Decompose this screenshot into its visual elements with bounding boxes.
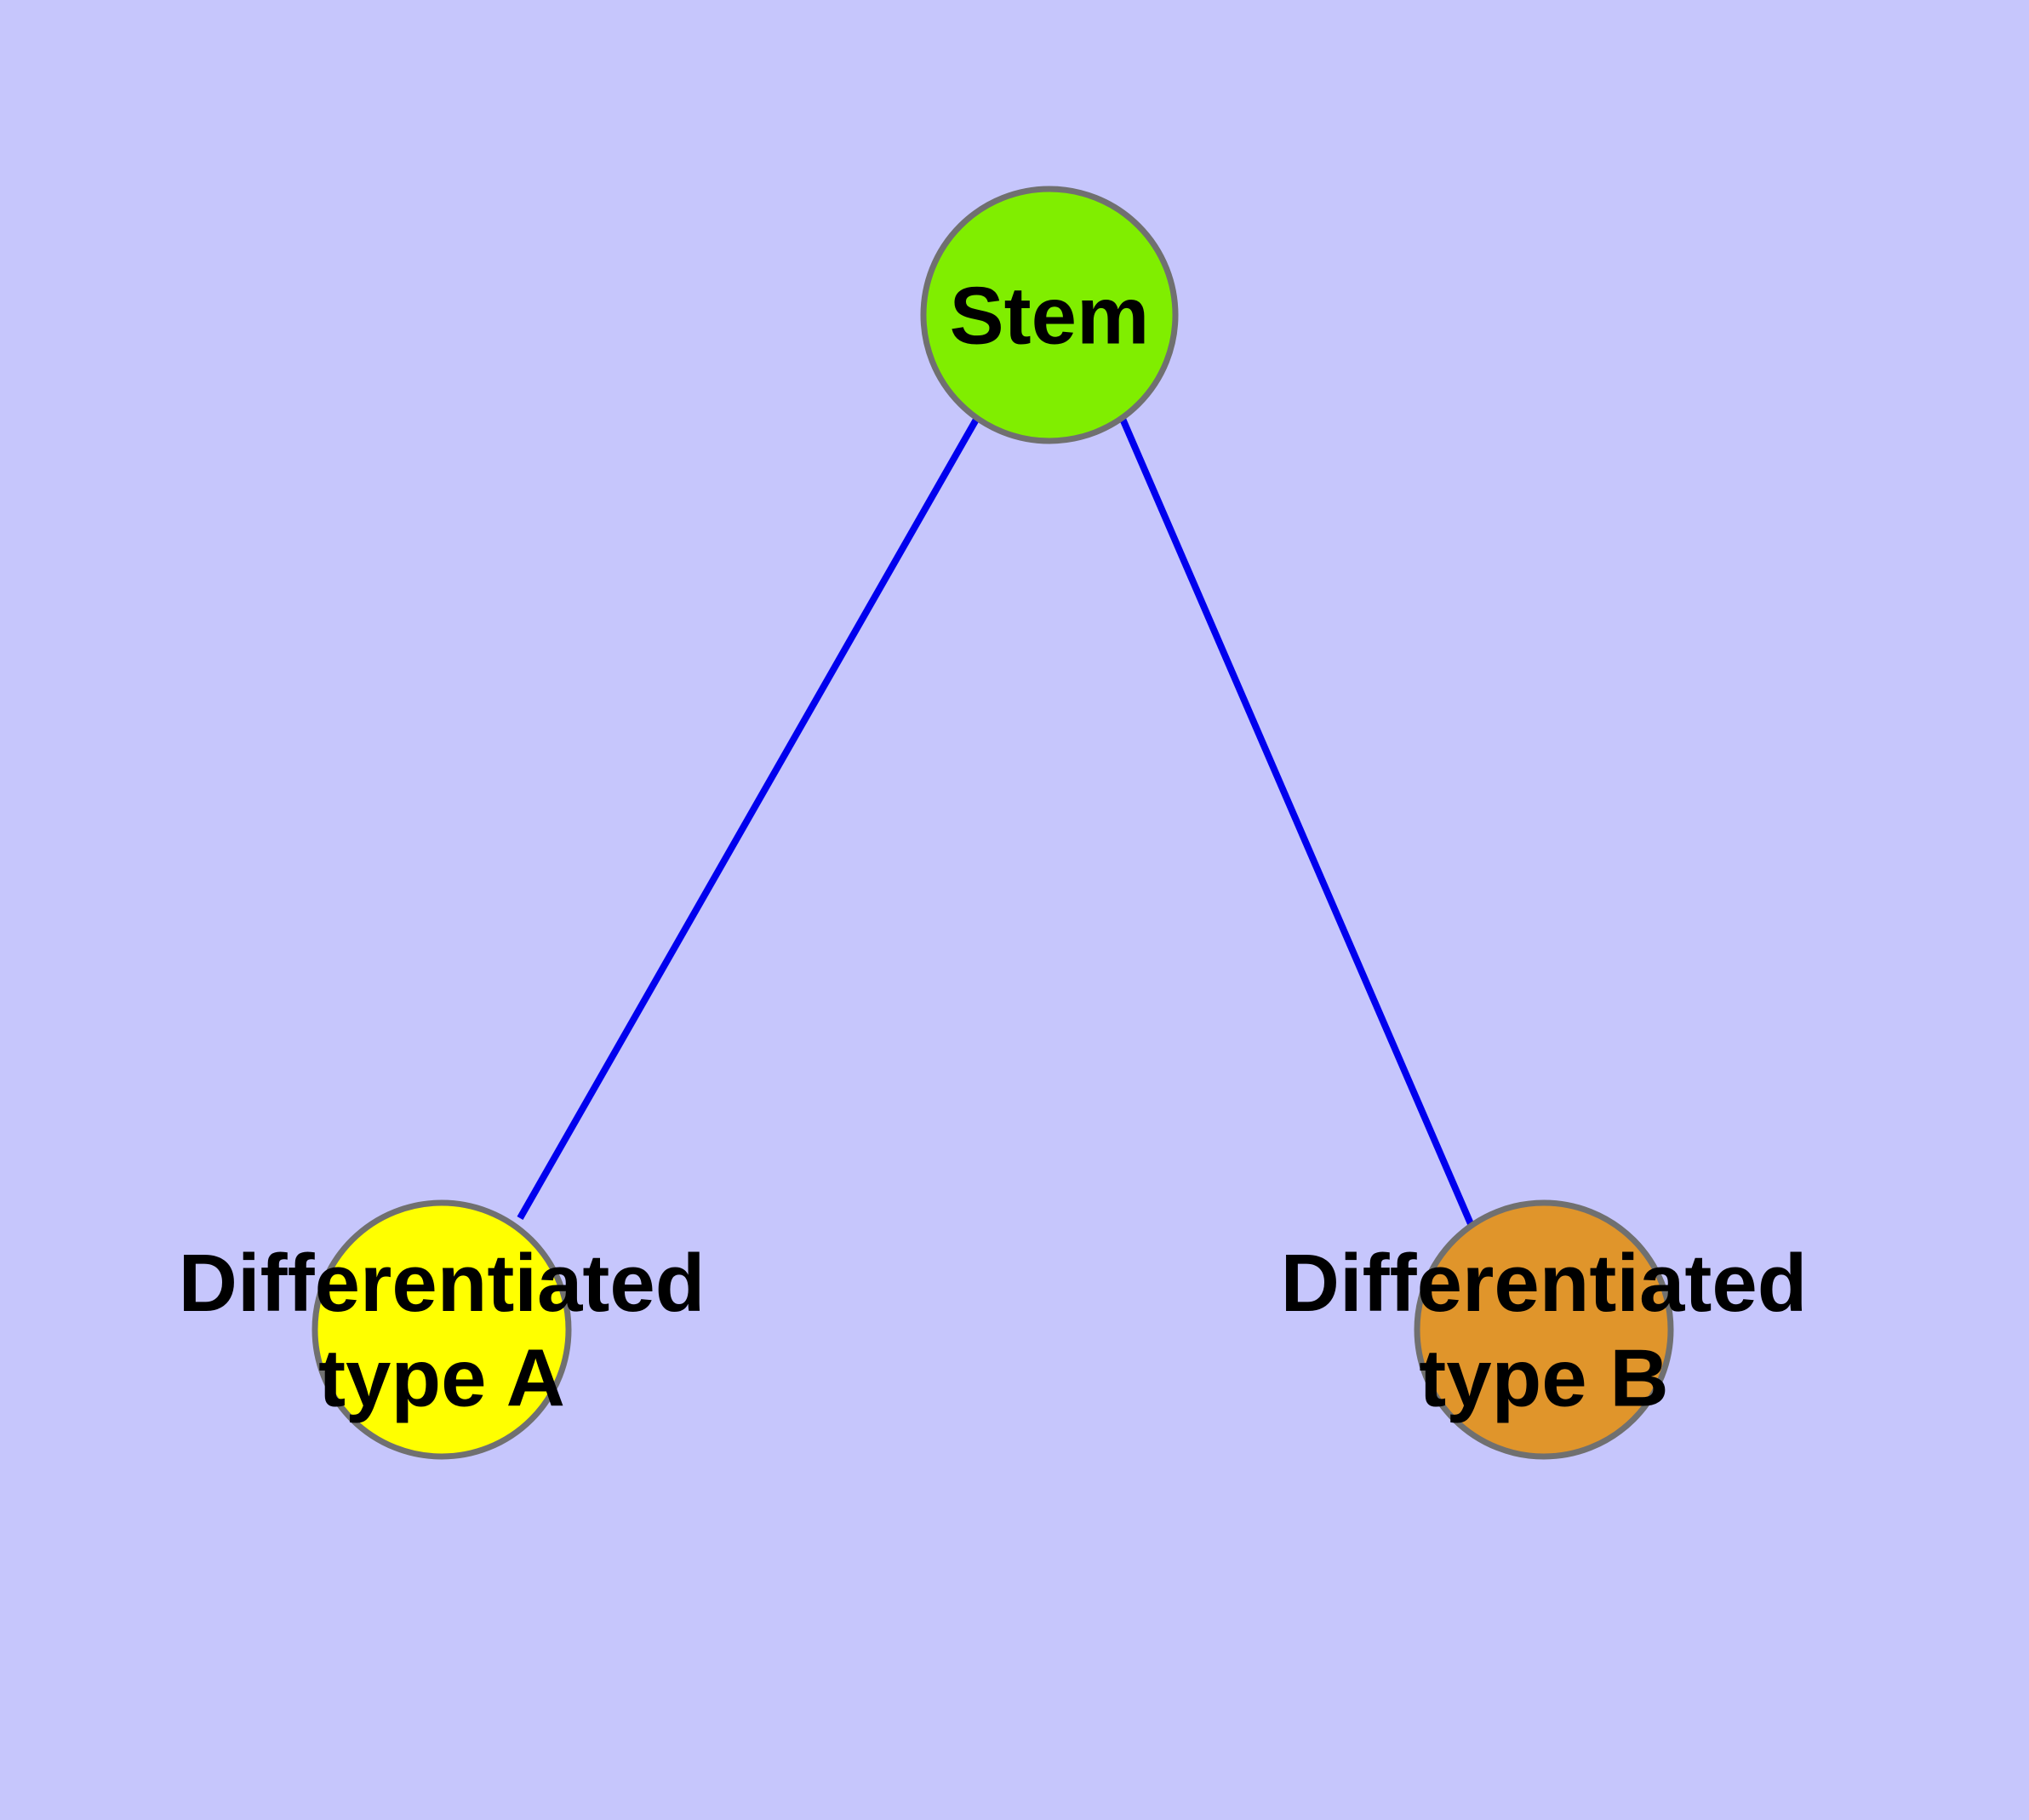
- node-label-line: type B: [1419, 1332, 1668, 1423]
- node-label-line: type A: [318, 1332, 565, 1423]
- node-label-line: Differentiated: [179, 1238, 706, 1329]
- edge-stem-to-diff-a[interactable]: [517, 416, 980, 1220]
- node-label-stem: Stem: [950, 271, 1150, 362]
- node-stem[interactable]: [920, 186, 1179, 444]
- node-label-line: Stem: [950, 271, 1150, 362]
- edges-layer: [517, 416, 1475, 1228]
- nodes-layer: [311, 186, 1674, 1460]
- edge-stem-to-diff-b[interactable]: [1119, 417, 1475, 1228]
- node-label-line: Differentiated: [1281, 1238, 1808, 1329]
- node-diff_a[interactable]: [311, 1199, 572, 1460]
- node-diff_b[interactable]: [1414, 1199, 1674, 1460]
